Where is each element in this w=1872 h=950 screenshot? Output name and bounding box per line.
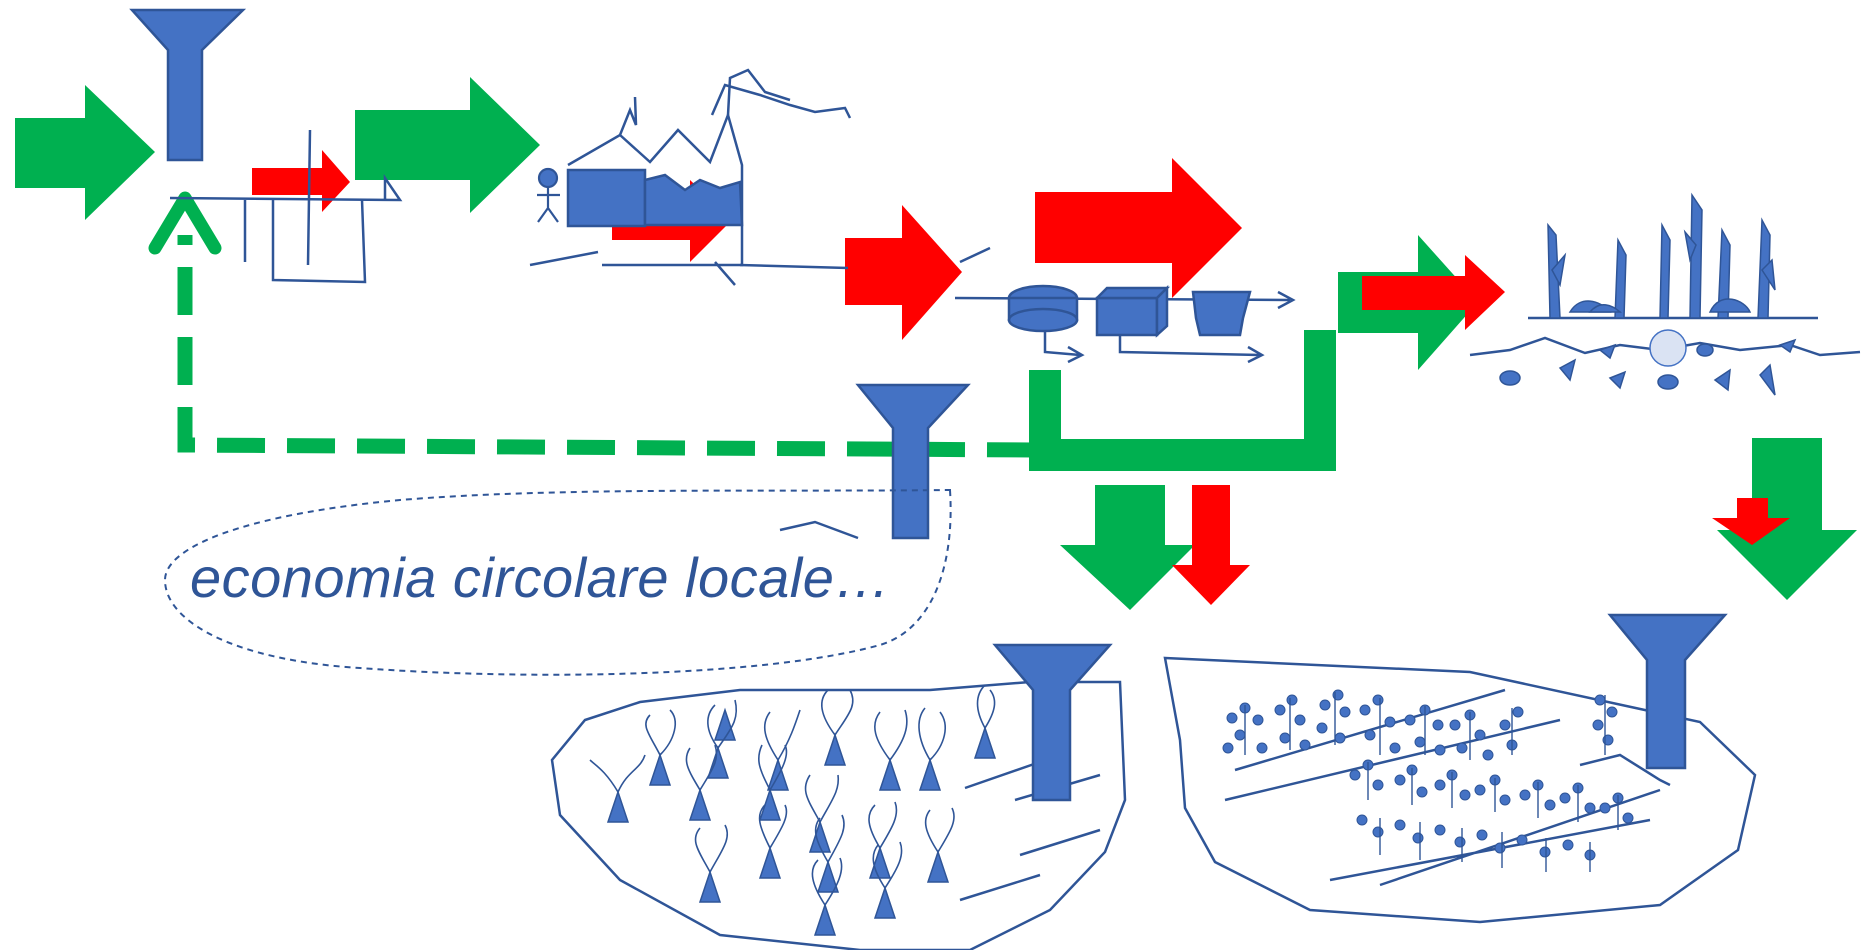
pollutant-arrow-6 [1172,485,1250,605]
wetland-icon [1499,192,1797,396]
worker-figure-icon [537,167,560,223]
vineyard-funnel-icon [992,643,1113,802]
treated-water-return-pipe [1029,330,1336,471]
water-intake-funnel-icon [129,8,247,162]
treatment-plant-icon [1095,296,1159,337]
pollutant-arrow-1 [252,150,350,212]
vineyard-field-outline [550,680,1127,950]
inflow-arrow [15,85,155,220]
pollutant-arrow-5 [1362,255,1505,330]
outflow-arrow [355,77,540,213]
local-reuse-funnel-icon [855,383,971,540]
pollutant-arrow-7 [1712,498,1790,545]
orchard-funnel-icon [1607,613,1728,770]
vineyard-supply-arrow [1060,485,1195,610]
pollutant-arrow-3 [845,205,962,340]
pollutant-arrow-4 [1035,158,1242,298]
recirculation-dashed-line [177,235,1036,458]
caption-text: economia circolare locale… [190,546,891,609]
vineyard-field-icon [606,707,997,936]
local-circular-economy-boundary [163,488,952,676]
industrial-plant-icon [566,168,647,228]
